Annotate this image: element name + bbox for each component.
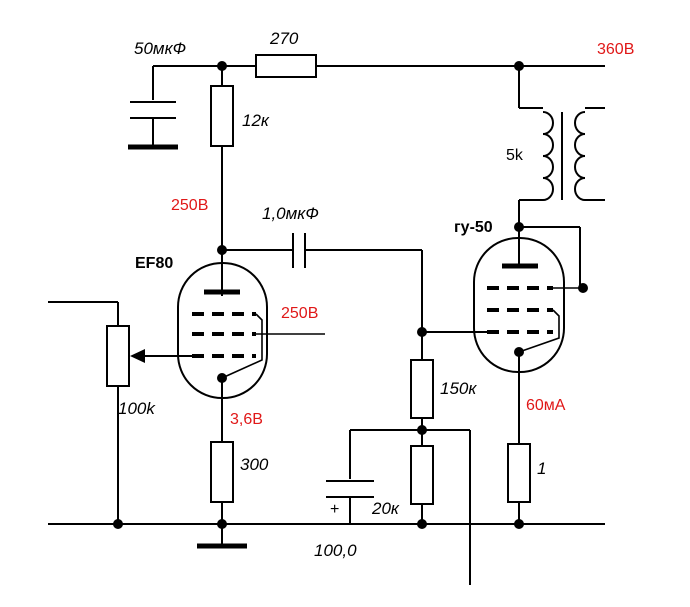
label-anode-v-1: 250В xyxy=(171,197,208,214)
label-grid-res-upper: 150к xyxy=(440,379,477,398)
junctions xyxy=(113,61,588,529)
label-cathode-res-1: 300 xyxy=(240,455,269,474)
label-grid-res-lower: 20к xyxy=(371,499,400,518)
label-cathode-i-2: 60мА xyxy=(526,397,566,414)
anode-resistor-1 xyxy=(210,66,234,296)
label-potentiometer: 100k xyxy=(118,399,156,418)
label-cathode-v-1: 3,6В xyxy=(230,411,263,428)
grid-network xyxy=(350,331,492,585)
label-cathode-res-2: 1 xyxy=(537,459,546,478)
output-transformer xyxy=(518,66,605,264)
input-potentiometer xyxy=(48,301,192,524)
bypass-capacitor xyxy=(326,430,374,524)
label-series-res: 270 xyxy=(269,29,299,48)
tube-ef80 xyxy=(177,262,325,442)
cathode-resistor-1 xyxy=(197,441,247,549)
label-b-plus: 360В xyxy=(597,41,634,58)
label-cap-polarity: + xyxy=(330,501,339,518)
label-bypass-cap: 100,0 xyxy=(314,541,357,560)
label-filter-cap: 50мкФ xyxy=(134,39,186,58)
coupling-capacitor xyxy=(222,233,423,332)
cathode-resistor-2 xyxy=(507,443,531,524)
label-tube-2: гу-50 xyxy=(454,219,493,236)
tube-gu50 xyxy=(473,226,583,444)
label-anode-res-1: 12к xyxy=(242,111,270,130)
series-resistor xyxy=(255,54,317,78)
label-coupling-cap: 1,0мкФ xyxy=(262,204,319,223)
label-transformer: 5k xyxy=(506,147,524,164)
filter-capacitor xyxy=(128,66,178,150)
label-tube-1: EF80 xyxy=(135,255,173,272)
label-screen-v-1: 250В xyxy=(281,305,318,322)
